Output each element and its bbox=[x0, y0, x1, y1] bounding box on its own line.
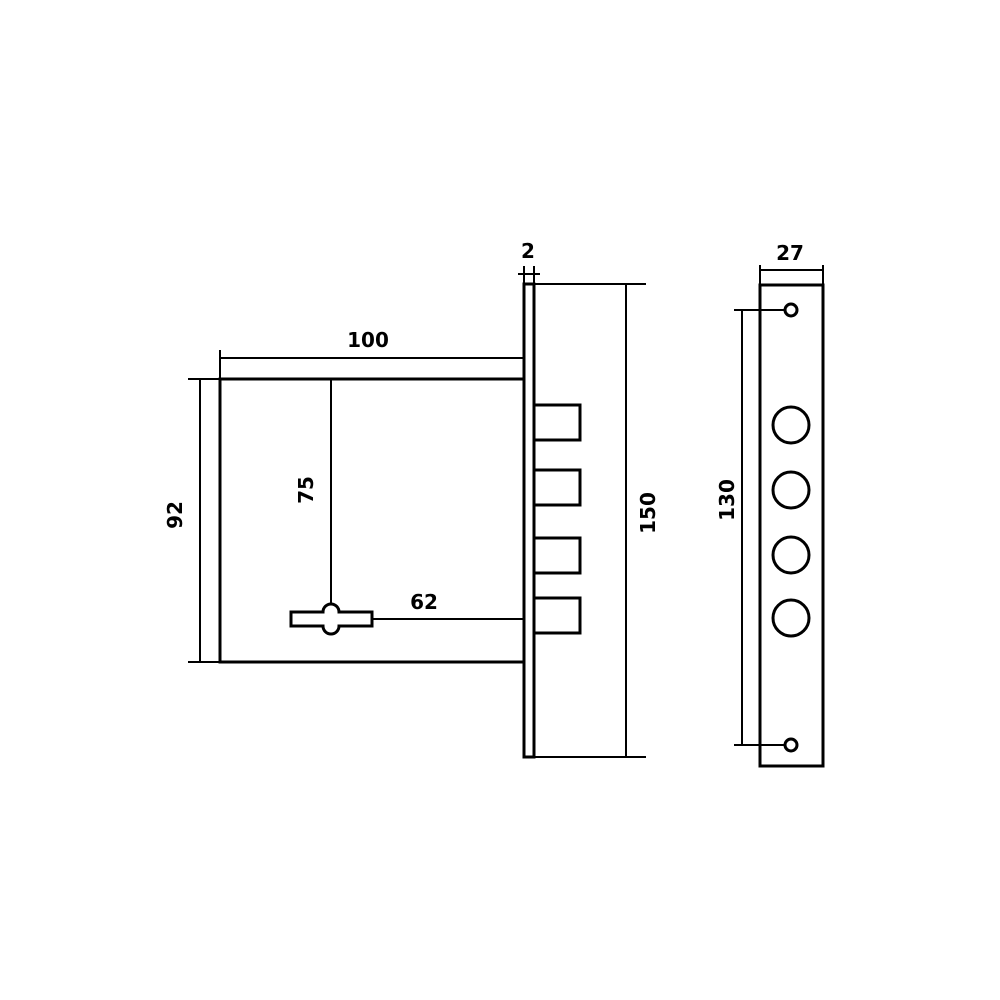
dim-body-height-label: 92 bbox=[163, 501, 187, 529]
bolt-hole-1 bbox=[771, 405, 811, 445]
dim-faceplate-length-label: 150 bbox=[636, 492, 660, 534]
dim-faceplate-length: 150 bbox=[534, 283, 660, 758]
dim-key-depth-label: 75 bbox=[294, 476, 318, 504]
bolt-1 bbox=[534, 403, 582, 442]
dim-key-depth: 75 bbox=[294, 379, 332, 604]
dim-faceplate-width-label: 27 bbox=[776, 241, 804, 265]
dim-backset: 62 bbox=[372, 590, 524, 620]
faceplate-front-outline bbox=[758, 283, 825, 768]
bolt-hole-4 bbox=[771, 598, 811, 638]
dim-faceplate-thickness-label: 2 bbox=[521, 239, 535, 263]
screw-hole-top bbox=[783, 302, 799, 318]
dim-backset-label: 62 bbox=[410, 590, 438, 614]
dim-screw-spacing-label: 130 bbox=[715, 479, 739, 521]
faceplate-side bbox=[522, 282, 536, 759]
bolt-hole-3 bbox=[771, 535, 811, 575]
dim-faceplate-width: 27 bbox=[759, 241, 824, 285]
bolt-hole-2 bbox=[771, 470, 811, 510]
dim-body-width-label: 100 bbox=[347, 328, 389, 352]
bolt-2 bbox=[534, 468, 582, 507]
keyhole bbox=[289, 602, 374, 636]
faceplate-front bbox=[758, 283, 825, 768]
dim-screw-spacing: 130 bbox=[715, 309, 785, 746]
keyhole-shape bbox=[289, 602, 374, 636]
dim-body-height: 92 bbox=[163, 378, 220, 663]
bolt-4 bbox=[534, 596, 582, 635]
bolts bbox=[534, 403, 582, 635]
dim-faceplate-thickness: 2 bbox=[518, 239, 540, 284]
dim-body-width: 100 bbox=[219, 328, 524, 379]
faceplate-edge bbox=[522, 282, 536, 759]
bolt-3 bbox=[534, 536, 582, 575]
screw-hole-bottom bbox=[783, 737, 799, 753]
